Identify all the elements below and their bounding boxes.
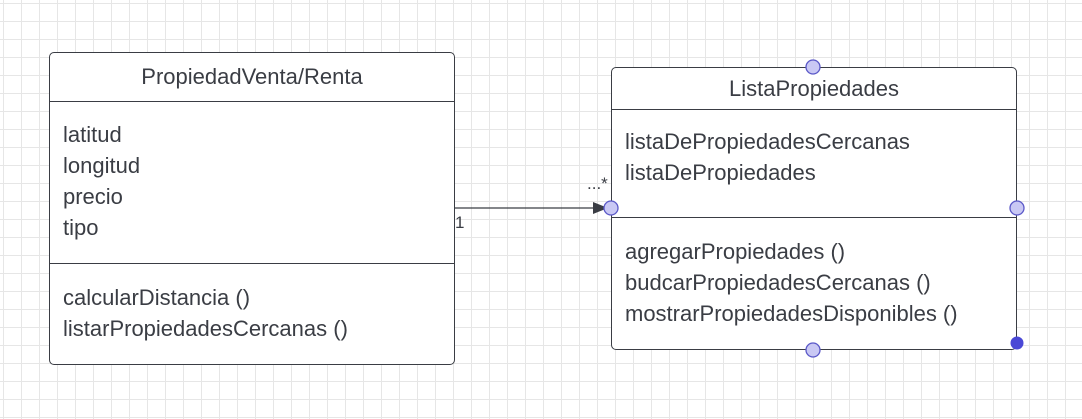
attribute: precio — [63, 184, 123, 209]
operations-section: calcularDistancia () listarPropiedadesCe… — [50, 264, 454, 344]
attributes-section: latitud longitud precio tipo — [50, 102, 454, 264]
operation: budcarPropiedadesCercanas () — [625, 270, 931, 295]
operation: listarPropiedadesCercanas () — [63, 316, 348, 341]
operation: calcularDistancia () — [63, 285, 251, 310]
operations-section: agregarPropiedades () budcarPropiedadesC… — [612, 218, 1016, 329]
attribute: listaDePropiedades — [625, 160, 816, 185]
attribute: listaDePropiedadesCercanas — [625, 129, 910, 154]
resize-handle[interactable] — [1010, 336, 1024, 350]
class-lista-propiedades[interactable]: ListaPropiedades listaDePropiedadesCerca… — [611, 67, 1017, 350]
arrowhead-icon — [593, 202, 608, 214]
connection-handle-left[interactable] — [603, 200, 619, 216]
operation: mostrarPropiedadesDisponibles () — [625, 301, 958, 326]
attribute: tipo — [63, 215, 99, 240]
connection-handle-bottom[interactable] — [805, 342, 821, 358]
class-propiedad-venta-renta[interactable]: PropiedadVenta/Renta latitud longitud pr… — [49, 52, 455, 365]
source-multiplicity: 1 — [455, 213, 465, 232]
operation: agregarPropiedades () — [625, 239, 846, 264]
class-name: PropiedadVenta/Renta — [50, 53, 454, 102]
attribute: longitud — [63, 153, 141, 178]
connection-handle-right[interactable] — [1009, 200, 1025, 216]
connection-handle-top[interactable] — [805, 59, 821, 75]
attributes-section: listaDePropiedadesCercanas listaDePropie… — [612, 110, 1016, 218]
class-name: ListaPropiedades — [612, 68, 1016, 110]
attribute: latitud — [63, 122, 122, 147]
target-multiplicity: ...* — [587, 174, 608, 193]
